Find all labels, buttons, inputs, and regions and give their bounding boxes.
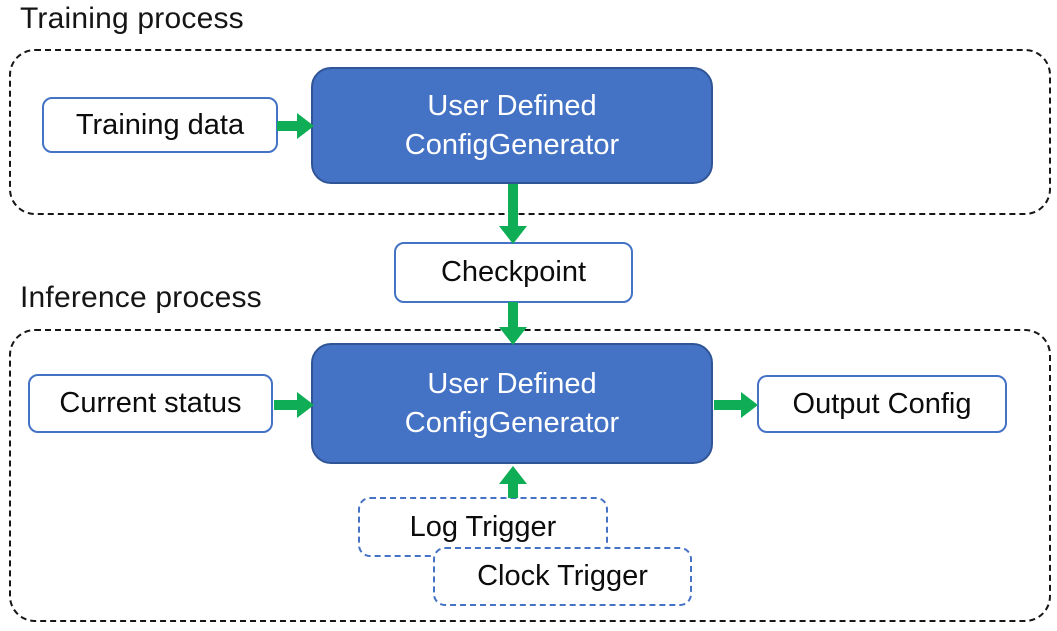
generator-label-line2: ConfigGenerator xyxy=(404,128,620,161)
arrow-head-down-icon xyxy=(499,327,527,345)
arrow-shaft xyxy=(714,399,742,410)
output-config-label: Output Config xyxy=(792,387,972,420)
arrow-head-right-icon xyxy=(297,391,314,418)
training-process-title: Training process xyxy=(20,2,244,35)
arrow-head-down-icon xyxy=(499,226,527,244)
arrow-current-status-to-generator xyxy=(274,391,314,418)
training-data-label: Training data xyxy=(75,108,245,141)
arrow-head-up-icon xyxy=(499,466,527,484)
training-data-box: Training data xyxy=(42,97,278,153)
current-status-label: Current status xyxy=(59,387,242,419)
generator-label-line2: ConfigGenerator xyxy=(404,406,620,439)
arrow-shaft xyxy=(277,120,298,131)
arrow-shaft xyxy=(508,302,518,328)
clock-trigger-label: Clock Trigger xyxy=(477,560,648,592)
arrow-shaft xyxy=(508,184,518,227)
arrow-training-data-to-generator xyxy=(277,112,314,139)
log-trigger-label: Log Trigger xyxy=(409,510,557,543)
checkpoint-label: Checkpoint xyxy=(440,256,587,288)
arrow-checkpoint-to-inference-generator xyxy=(499,302,527,345)
arrow-triggers-to-generator xyxy=(499,466,527,498)
arrow-shaft xyxy=(508,483,518,498)
training-process-container xyxy=(9,49,1051,215)
training-config-generator-box: User Defined ConfigGenerator xyxy=(311,67,713,184)
arrow-generator-to-output-config xyxy=(714,391,758,418)
clock-trigger-box: Clock Trigger xyxy=(433,547,692,606)
generator-label-line1: User Defined xyxy=(427,367,597,400)
inference-config-generator-box: User Defined ConfigGenerator xyxy=(311,343,713,464)
arrow-head-right-icon xyxy=(741,391,758,418)
current-status-box: Current status xyxy=(28,374,273,433)
inference-process-title: Inference process xyxy=(20,281,262,314)
arrow-shaft xyxy=(274,399,298,410)
checkpoint-box: Checkpoint xyxy=(394,242,633,303)
generator-label-line1: User Defined xyxy=(427,89,597,122)
output-config-box: Output Config xyxy=(757,375,1007,433)
inference-process-container xyxy=(9,329,1051,622)
arrow-head-right-icon xyxy=(297,112,314,139)
arrow-generator-to-checkpoint xyxy=(499,184,527,244)
